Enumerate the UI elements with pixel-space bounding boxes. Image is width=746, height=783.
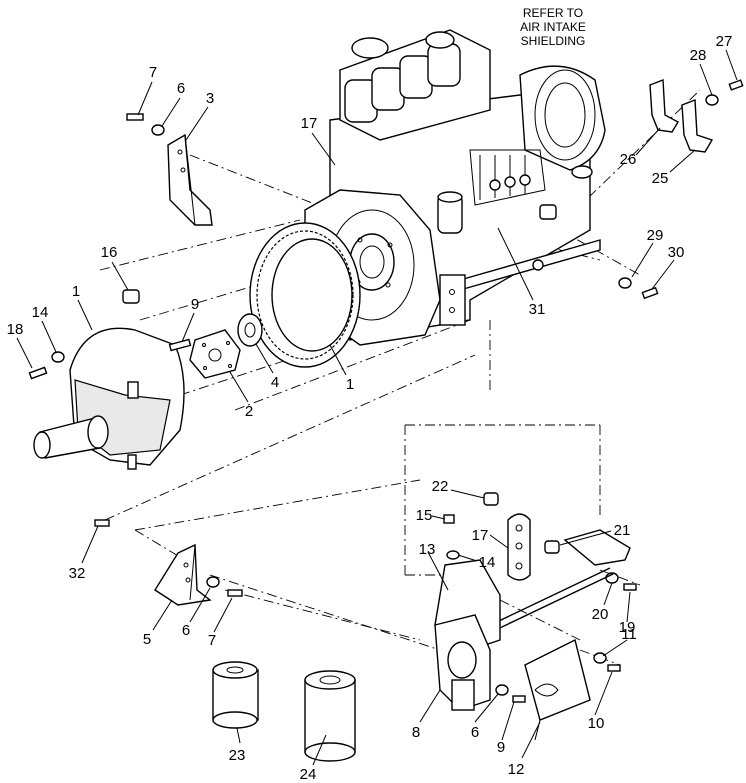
cylinder-cap-4 — [427, 43, 461, 87]
callout-20: 20 — [592, 606, 609, 623]
callout-9: 9 — [191, 296, 199, 313]
callout-7: 7 — [149, 64, 157, 81]
callout-24: 24 — [300, 766, 317, 783]
callout-6: 6 — [177, 80, 185, 97]
drive-plate — [189, 329, 241, 379]
callout-30: 30 — [668, 244, 685, 261]
bracket-5 — [154, 543, 212, 606]
callout-10: 10 — [588, 715, 605, 732]
callout-31: 31 — [529, 301, 546, 318]
callout-22: 22 — [432, 478, 449, 495]
bracket-26 — [649, 79, 679, 133]
cylinder-cap-2 — [371, 67, 405, 111]
air-intake-note: REFER TO AIR INTAKE SHIELDING — [520, 6, 586, 48]
ring-gear — [249, 222, 361, 368]
callout-11: 11 — [621, 626, 637, 643]
callout-23: 23 — [229, 747, 246, 764]
callout-25: 25 — [652, 170, 669, 187]
callout-9-bracket: 9 — [497, 739, 505, 756]
leader-lines — [16, 49, 738, 766]
callout-19: 19 — [619, 619, 636, 636]
adapter-housing — [33, 327, 185, 470]
callout-14: 14 — [32, 304, 49, 321]
callout-14-washer: 14 — [479, 554, 496, 571]
callout-3: 3 — [206, 90, 214, 107]
callout-7-lower: 7 — [208, 632, 216, 649]
callout-32: 32 — [69, 565, 86, 582]
note-line-1: REFER TO — [523, 6, 583, 20]
note-line-2: AIR INTAKE — [520, 20, 586, 34]
callout-5: 5 — [143, 631, 151, 648]
control-bracket-8 — [434, 559, 501, 711]
cylinder-cap-3 — [399, 55, 433, 99]
callout-28: 28 — [690, 47, 707, 64]
callout-29: 29 — [647, 227, 664, 244]
callout-27: 27 — [716, 33, 733, 50]
bracket-25 — [681, 99, 714, 153]
callout-6-lower: 6 — [182, 622, 190, 639]
callout-18: 18 — [7, 321, 24, 338]
spacer — [237, 313, 263, 347]
filter-24 — [304, 670, 356, 762]
assembly-lines — [99, 89, 701, 666]
callout-21: 21 — [614, 522, 631, 539]
callout-4: 4 — [271, 374, 279, 391]
link-17 — [507, 513, 531, 581]
filter-23 — [212, 661, 259, 729]
callout-1: 1 — [72, 283, 80, 300]
callout-13: 13 — [419, 541, 436, 558]
callout-16: 16 — [101, 244, 118, 261]
bracket-3 — [167, 133, 213, 226]
callout-12: 12 — [508, 761, 525, 778]
callout-17: 17 — [301, 115, 318, 132]
callout-labels: 7 6 3 17 28 27 26 25 16 1 14 18 9 2 4 1 … — [7, 33, 733, 783]
callout-6-bracket: 6 — [471, 724, 479, 741]
plate-12 — [524, 638, 591, 741]
callout-2: 2 — [245, 403, 253, 420]
callout-8: 8 — [412, 724, 420, 741]
callout-26: 26 — [620, 151, 637, 168]
callout-17-link: 17 — [472, 527, 489, 544]
note-line-3: SHIELDING — [521, 34, 586, 48]
callout-1-ring-gear: 1 — [346, 376, 354, 393]
callout-15: 15 — [416, 507, 433, 524]
